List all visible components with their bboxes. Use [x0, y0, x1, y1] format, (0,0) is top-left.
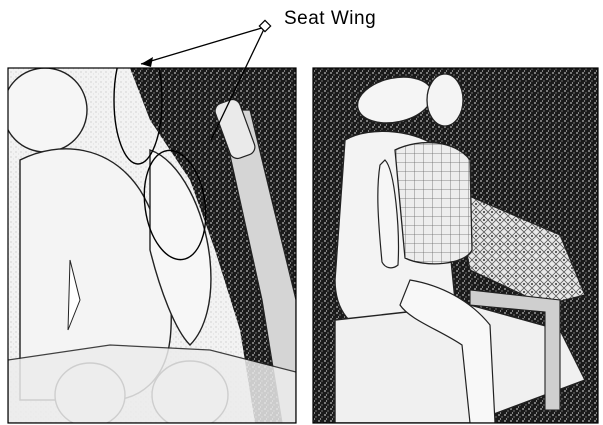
left-panel	[3, 36, 296, 425]
right-panel	[313, 68, 598, 423]
seat-wing-label: Seat Wing	[284, 8, 376, 30]
